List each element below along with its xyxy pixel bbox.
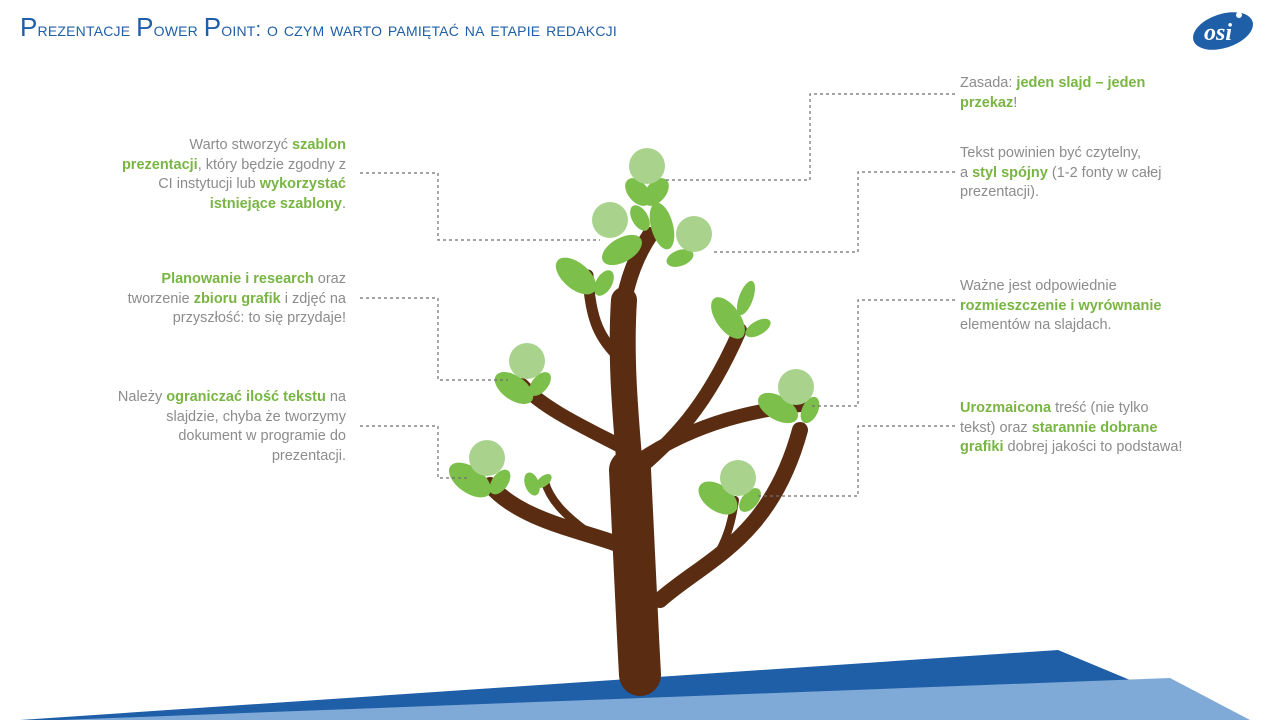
tree-leaves: [448, 178, 820, 515]
text-block-readable: Tekst powinien być czytelny, a styl spójn…: [960, 144, 1220, 203]
body-text: dokument w programie do: [178, 428, 346, 444]
body-text: oraz: [313, 271, 346, 287]
highlight-text: jeden slajd – jeden: [1016, 75, 1146, 91]
highlight-text: zbioru grafik: [193, 290, 281, 307]
highlight-text: wykorzystać: [259, 176, 346, 192]
highlight-text: szablon: [292, 137, 346, 153]
text-block-alignment: Ważne jest odpowiednie rozmieszczenie i w…: [960, 277, 1220, 336]
highlight-text: przekaz: [960, 94, 1014, 111]
highlight-text: styl spójny: [972, 164, 1048, 181]
body-text: Warto stworzyć: [189, 137, 293, 153]
highlight-text: starannie dobrane: [1031, 419, 1158, 436]
body-text: tekst) oraz: [960, 419, 1032, 436]
highlight-text: Planowanie i research: [161, 271, 314, 287]
body-text: elementów na slajdach.: [960, 317, 1112, 333]
tree-circles: [469, 148, 814, 496]
ground-light: [60, 678, 1250, 720]
body-text: tworzenie: [127, 290, 194, 307]
svg-text:osi: osi: [1204, 20, 1232, 46]
highlight-text: Urozmaicona: [960, 400, 1052, 416]
body-text: Zasada:: [960, 75, 1017, 91]
highlight-text: istniejące szablony: [209, 195, 342, 212]
slide-title: Prezentacje Power Point: o czym warto pa…: [20, 12, 617, 42]
body-text: na: [325, 389, 346, 405]
body-text: .: [341, 195, 346, 212]
text-block-planning: Planowanie i research oraz tworzenie zbio…: [80, 270, 346, 329]
body-text: (1-2 fonty w całej: [1047, 164, 1162, 181]
body-text: prezentacji.: [271, 447, 346, 464]
body-text: slajdzie, chyba że tworzymy: [166, 408, 346, 425]
highlight-text: prezentacji: [121, 156, 198, 173]
highlight-text: grafiki: [960, 439, 1004, 455]
body-text: !: [1013, 94, 1018, 111]
body-text: treść (nie tylko: [1051, 400, 1149, 416]
body-text: Ważne jest odpowiednie: [960, 278, 1117, 294]
tree-trunk: [482, 227, 808, 696]
highlight-text: ograniczać ilość tekstu: [166, 389, 326, 405]
highlight-text: rozmieszczenie i wyrównanie: [960, 297, 1162, 314]
body-text: , który będzie zgodny z: [197, 156, 346, 173]
body-text: Należy: [117, 389, 167, 405]
body-text: i zdjęć na: [280, 290, 346, 307]
body-text: przyszłość: to się przydaje!: [172, 310, 346, 326]
osi-logo-icon: osi: [1193, 12, 1253, 50]
body-text: CI instytucji lub: [158, 176, 260, 192]
text-block-template: Warto stworzyć szablon prezentacji, który…: [80, 136, 346, 214]
body-text: Tekst powinien być czytelny,: [960, 145, 1142, 161]
body-text: dobrej jakości to podstawa!: [1003, 439, 1183, 455]
body-text: a: [960, 164, 973, 181]
text-block-limit-text: Należy ograniczać ilość tekstu na slajdzi…: [80, 388, 346, 466]
connector-lines: [360, 93, 955, 497]
body-text: prezentacji).: [960, 184, 1039, 200]
